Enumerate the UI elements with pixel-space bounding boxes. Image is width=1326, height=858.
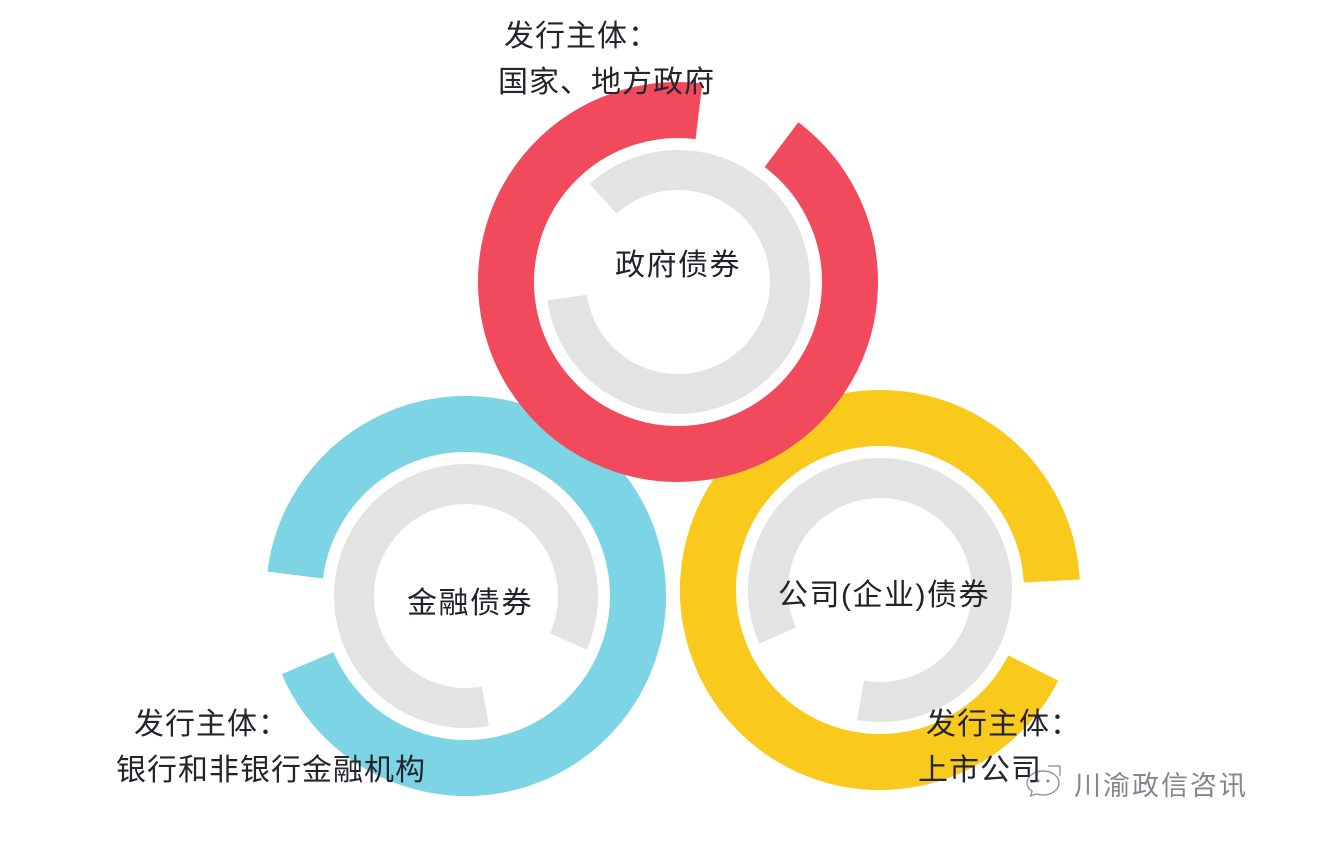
callout-government: 发行主体： 国家、地方政府: [498, 14, 715, 105]
callout-financial-value: 银行和非银行金融机构: [116, 753, 426, 787]
ring-financial-inner-arc: [334, 464, 598, 728]
ring-label-government: 政府债券: [615, 249, 741, 282]
callout-financial: 发行主体： 银行和非银行金融机构: [116, 702, 426, 793]
ring-government-outer-arc: [478, 82, 878, 482]
callout-corporate-title: 发行主体：: [926, 708, 1081, 741]
ring-government-inner-arc: [547, 150, 810, 414]
callout-government-value: 国家、地方政府: [498, 65, 715, 99]
watermark-text: 川渝政信咨讯: [1074, 770, 1248, 801]
callout-financial-title: 发行主体：: [134, 708, 289, 741]
callout-government-title: 发行主体：: [504, 20, 659, 53]
callout-corporate-value: 上市公司: [918, 753, 1042, 787]
ring-government: [478, 82, 878, 482]
ring-financial: [267, 396, 666, 796]
ring-corporate-outer-arc: [680, 390, 1080, 790]
ring-label-corporate: 公司(企业)债券: [778, 579, 990, 612]
ring-corporate-inner-arc: [748, 458, 1012, 722]
ring-label-financial: 金融债券: [407, 587, 533, 620]
ring-corporate: [680, 390, 1080, 790]
callout-corporate: 发行主体： 上市公司: [918, 702, 1081, 793]
watermark: 川渝政信咨讯: [1022, 762, 1248, 804]
speech-bubble-icon: [1022, 762, 1064, 804]
ring-financial-outer-arc: [267, 396, 666, 796]
